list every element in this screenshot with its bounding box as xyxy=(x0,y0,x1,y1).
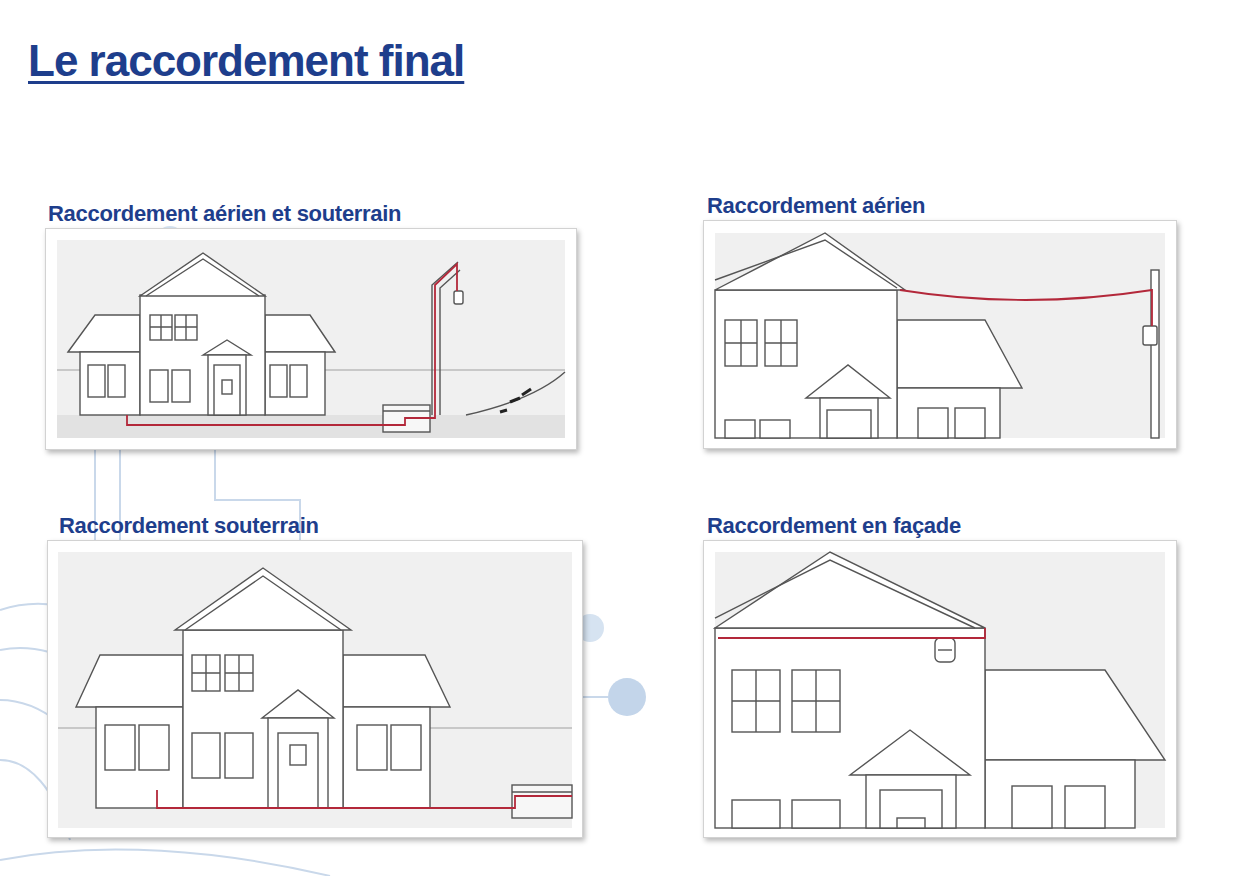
cable-line xyxy=(127,264,457,425)
cable-line xyxy=(157,790,572,808)
circuit-decoration xyxy=(0,226,646,876)
panel-frame: Raccordement en façade xyxy=(703,540,1177,838)
house-drawing xyxy=(58,568,572,818)
panel-heading: Raccordement aérien xyxy=(707,193,925,219)
cable-line xyxy=(718,628,985,638)
panel-frame: Raccordement souterrain xyxy=(47,540,583,838)
panel-frame: Raccordement aérien et souterrain xyxy=(45,228,577,450)
house-drawing xyxy=(715,233,1159,438)
house-drawing xyxy=(715,552,1165,828)
page-title: Le raccordement final xyxy=(28,36,464,86)
house-drawing xyxy=(57,253,565,438)
panel-heading: Raccordement souterrain xyxy=(59,513,319,539)
panel-heading: Raccordement en façade xyxy=(707,513,961,539)
panel-heading: Raccordement aérien et souterrain xyxy=(48,201,401,227)
panel-frame: Raccordement aérien xyxy=(703,220,1177,449)
panel-ground xyxy=(46,221,1176,837)
cable-line xyxy=(900,290,1152,326)
